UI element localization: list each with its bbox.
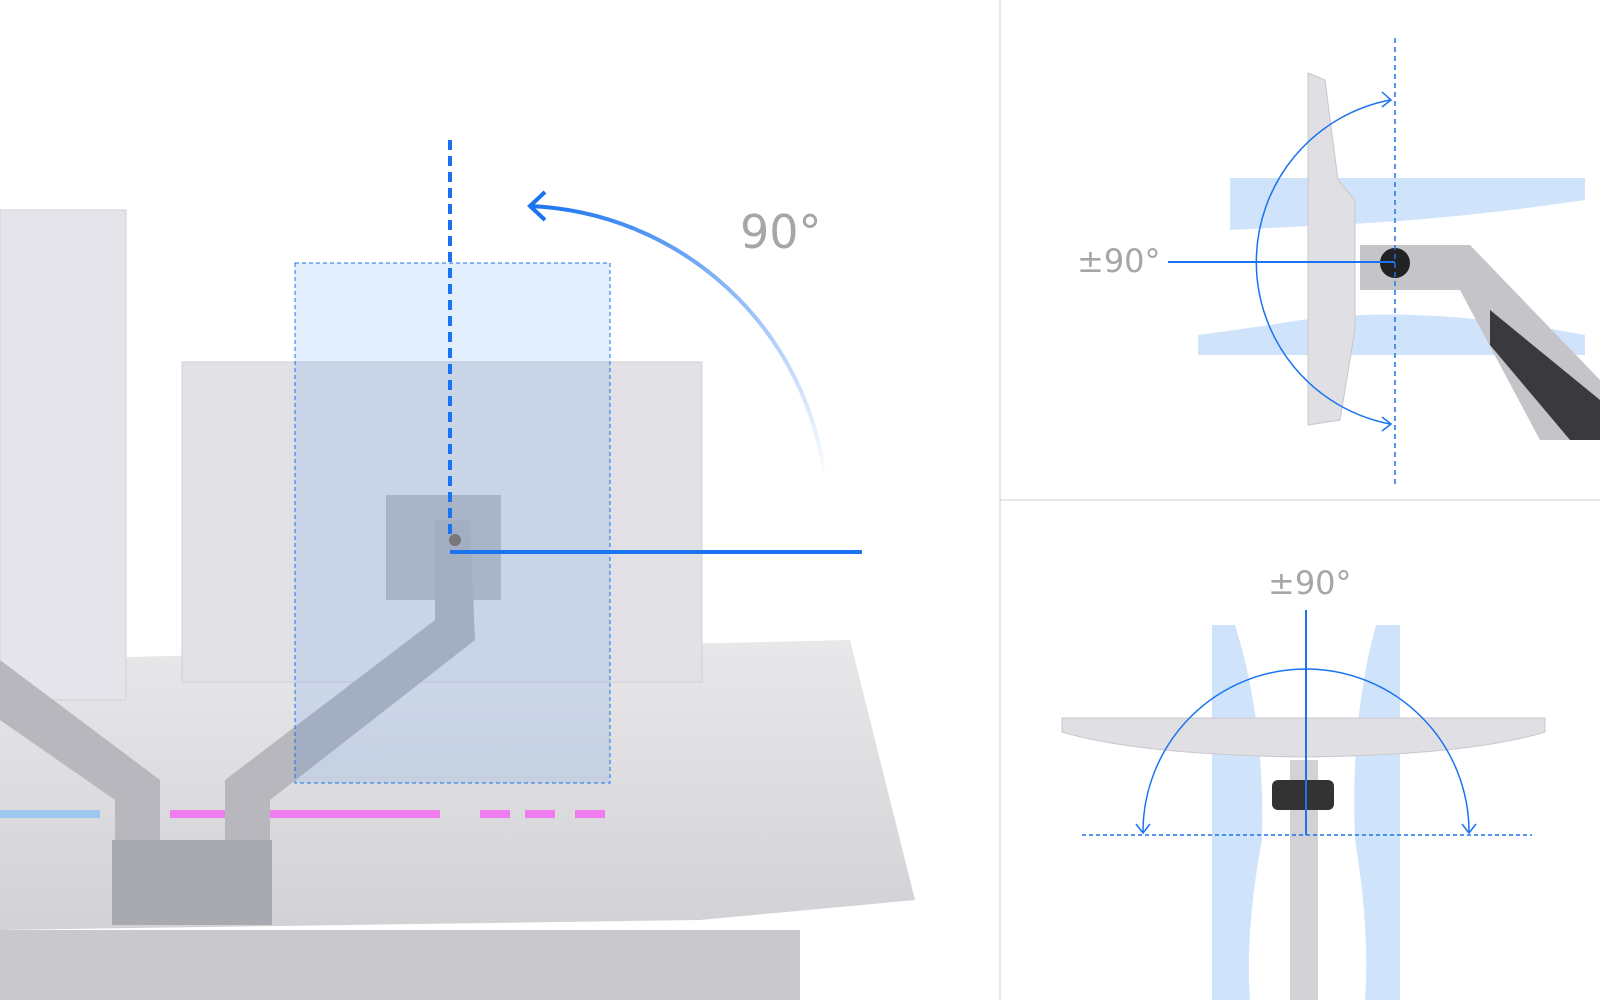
swivel-mount: [1272, 780, 1334, 810]
monitor-top-view: [1061, 717, 1546, 758]
swivel-arrowhead-right-icon: [1461, 823, 1477, 835]
swivel-panel: ±90°: [1061, 564, 1546, 1000]
monitor-arm-left: [0, 660, 160, 840]
tilt-arrowhead-bottom-icon: [1381, 416, 1393, 432]
swivel-arrowhead-left-icon: [1135, 823, 1151, 835]
arm-grip: [1490, 310, 1600, 440]
swivel-ghost-left: [1212, 625, 1263, 1000]
desk-rgb-strip: [0, 810, 605, 818]
desk-frame: [0, 930, 800, 1000]
left-monitor: [0, 209, 127, 701]
tilt-label: ±90°: [1077, 242, 1161, 280]
tilt-ghost-top: [1230, 178, 1585, 230]
rotation-arc: [529, 204, 827, 481]
tilt-arrowhead-top-icon: [1381, 91, 1393, 108]
rotated-monitor-ghost: [294, 262, 611, 784]
swivel-arc: [1142, 668, 1470, 833]
monitor-side: [1307, 72, 1356, 426]
tilt-panel: ±90°: [1077, 38, 1600, 488]
rotation-arrowhead-icon: [527, 190, 547, 222]
desk-clamp: [112, 840, 272, 925]
swivel-label: ±90°: [1268, 564, 1352, 602]
pivot-point: [449, 534, 461, 546]
swivel-ghost-right: [1354, 625, 1400, 1000]
tilt-arc: [1255, 99, 1391, 425]
rotation-label: 90°: [740, 205, 822, 259]
main-panel: 90°: [0, 140, 915, 1000]
monitor-arm: [225, 520, 475, 840]
